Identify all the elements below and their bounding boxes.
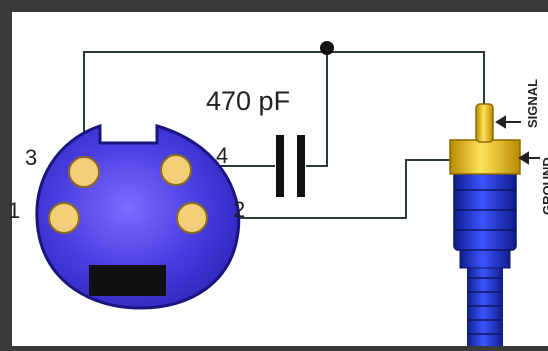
rca-pointers (495, 115, 540, 165)
pin-3-label: 3 (25, 145, 37, 170)
rca-body-grip (454, 189, 516, 231)
signal-arrowhead-icon (495, 115, 506, 129)
pin-1-label: 1 (8, 198, 20, 223)
signal-label: SIGNAL (525, 79, 540, 128)
wires (83, 48, 485, 219)
pin-1 (48, 202, 80, 234)
pin-4 (160, 154, 192, 186)
rca-strain-relief (459, 247, 511, 269)
wire-junction-to-capacitor (306, 48, 328, 167)
ground-label: GROUND (540, 157, 548, 215)
junction-dot (320, 41, 334, 55)
pin-3 (68, 156, 100, 188)
pin-4-label: 4 (216, 143, 228, 168)
rca-ground-sleeve (449, 139, 521, 175)
capacitor-label: 470 pF (206, 86, 290, 116)
rca-plug (449, 103, 521, 346)
capacitor-plate-right (297, 135, 305, 197)
ground-arrowhead-icon (518, 151, 529, 165)
svideo-connector (35, 123, 241, 310)
pin-2 (176, 202, 208, 234)
wire-pin3-to-signal (83, 51, 485, 160)
wire-pin2-to-ground (188, 159, 452, 219)
capacitor-plate-left (276, 135, 284, 197)
svideo-key-block (89, 265, 166, 296)
pin-2-label: 2 (233, 197, 245, 222)
capacitor-symbol (276, 135, 305, 197)
rca-signal-tip (475, 103, 494, 143)
rca-cable-ridges (467, 277, 503, 335)
